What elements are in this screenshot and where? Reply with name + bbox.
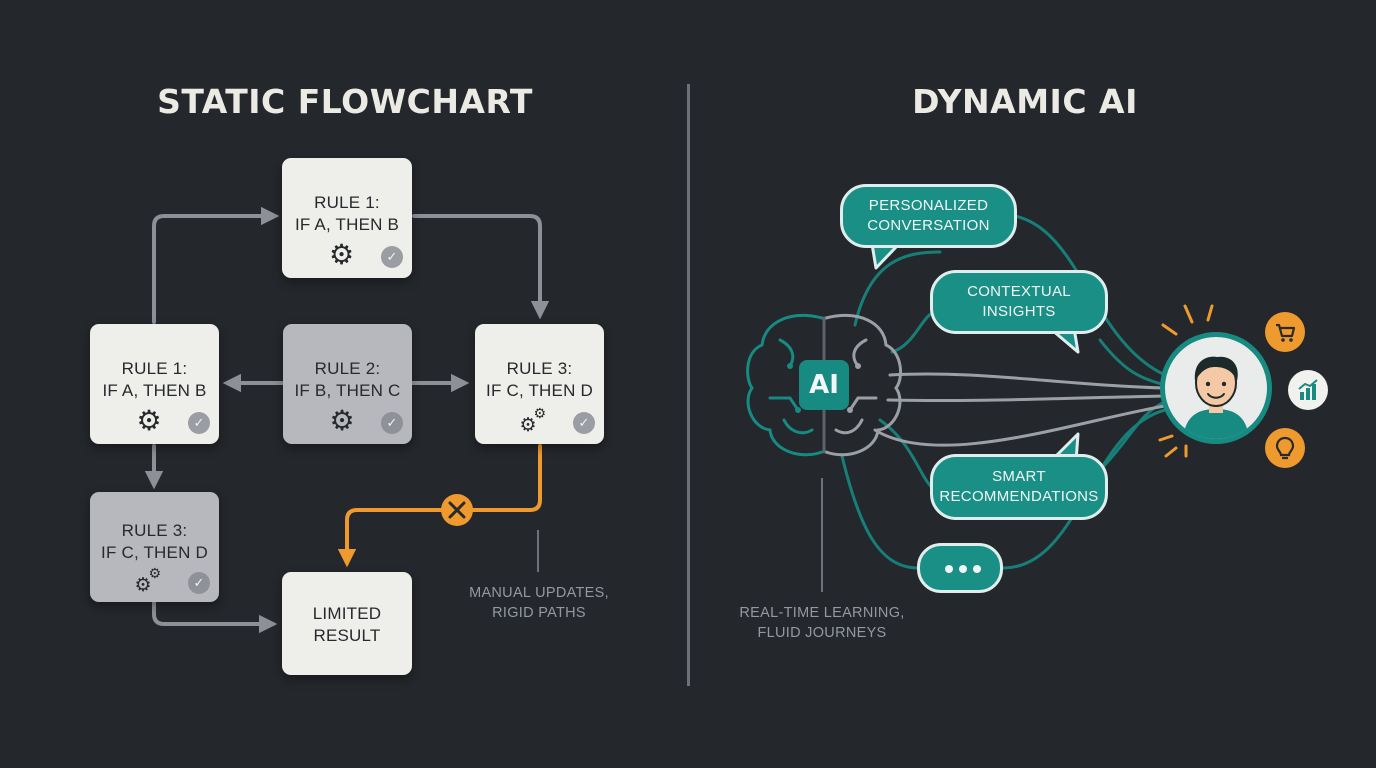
rule-node-condition: IF C, THEN D	[101, 543, 208, 562]
x-circle-icon	[441, 494, 473, 526]
gear-icon: ⚙	[329, 405, 355, 436]
rule-node-lower: RULE 3: IF C, THEN D ⚙⚙ ✓	[90, 492, 219, 602]
rule-node-label: RULE 3:	[506, 359, 573, 378]
link-brain-personalized	[853, 250, 942, 327]
bubble-line-2: CONVERSATION	[867, 217, 990, 234]
connector-top-to-right	[412, 214, 550, 320]
dynamic-note-line-1: REAL-TIME LEARNING,	[739, 605, 905, 621]
rule-node-top: RULE 1: IF A, THEN B ⚙ ✓	[282, 158, 412, 278]
static-note: MANUAL UPDATES, RIGID PATHS	[448, 583, 630, 623]
dynamic-note: REAL-TIME LEARNING, FLUID JOURNEYS	[722, 603, 922, 643]
user-avatar	[1160, 332, 1272, 444]
link-brain-user-1	[888, 372, 1167, 390]
check-icon: ✓	[188, 412, 210, 434]
bubble-personalized-conversation: PERSONALIZED CONVERSATION	[840, 184, 1017, 248]
result-line-1: LIMITED	[312, 604, 382, 623]
result-line-2: RESULT	[313, 626, 381, 645]
rule-node-label: RULE 2:	[314, 359, 381, 378]
gears-icon: ⚙⚙	[519, 405, 547, 436]
rule-node-left: RULE 1: IF A, THEN B ⚙ ✓	[90, 324, 219, 444]
link-brain-contextual	[890, 310, 937, 354]
rule-node-condition: IF A, THEN B	[294, 215, 400, 234]
gear-icon: ⚙	[329, 239, 355, 270]
static-flowchart-title: STATIC FLOWCHART	[157, 82, 533, 121]
check-icon: ✓	[188, 572, 210, 594]
link-contextual-user	[1098, 338, 1167, 387]
user-icon	[1183, 356, 1249, 439]
static-note-line-2: RIGID PATHS	[492, 605, 586, 621]
gears-icon: ⚙⚙	[134, 565, 162, 596]
connector-lower-to-result	[152, 600, 278, 634]
connector-left-to-top	[152, 206, 280, 324]
bubble-line-1: CONTEXTUAL	[967, 283, 1071, 300]
rule-node-center: RULE 2: IF B, THEN C ⚙ ✓	[283, 324, 412, 444]
link-brain-user-2	[886, 394, 1167, 403]
bubble-line-1: PERSONALIZED	[868, 197, 989, 214]
limited-result-node: LIMITED RESULT	[282, 572, 412, 675]
chart-icon	[1288, 370, 1328, 410]
spark-icon	[1158, 304, 1214, 458]
gear-icon: ⚙	[136, 405, 162, 436]
check-icon: ✓	[573, 412, 595, 434]
bubble-line-2: INSIGHTS	[982, 303, 1056, 320]
ai-badge: AI	[799, 360, 849, 410]
rule-node-condition: IF A, THEN B	[102, 381, 207, 400]
rule-node-label: RULE 3:	[121, 521, 188, 540]
rule-node-label: RULE 1:	[314, 193, 380, 212]
cart-icon	[1265, 312, 1305, 352]
link-brain-typing	[840, 454, 920, 570]
static-note-line-1: MANUAL UPDATES,	[469, 585, 609, 601]
bubble-line-1: SMART	[992, 468, 1046, 485]
bubble-contextual-insights: CONTEXTUAL INSIGHTS	[930, 270, 1108, 334]
rule-node-condition: IF C, THEN D	[486, 381, 593, 400]
bubble-line-2: RECOMMENDATIONS	[939, 488, 1099, 505]
panel-divider	[687, 84, 690, 686]
brain-icon	[746, 314, 903, 457]
check-icon: ✓	[381, 246, 403, 268]
lightbulb-icon	[1265, 428, 1305, 468]
rule-node-label: RULE 1:	[121, 359, 188, 378]
rule-node-condition: IF B, THEN C	[294, 381, 401, 400]
dynamic-note-line-2: FLUID JOURNEYS	[757, 625, 887, 641]
link-brain-user-3	[873, 404, 1167, 447]
bubble-smart-recommendations: SMART RECOMMENDATIONS	[930, 454, 1108, 520]
typing-dots-icon	[917, 543, 1003, 593]
link-brain-smart	[878, 418, 937, 492]
rule-node-right: RULE 3: IF C, THEN D ⚙⚙ ✓	[475, 324, 604, 444]
dynamic-ai-title: DYNAMIC AI	[912, 82, 1138, 121]
check-icon: ✓	[381, 412, 403, 434]
